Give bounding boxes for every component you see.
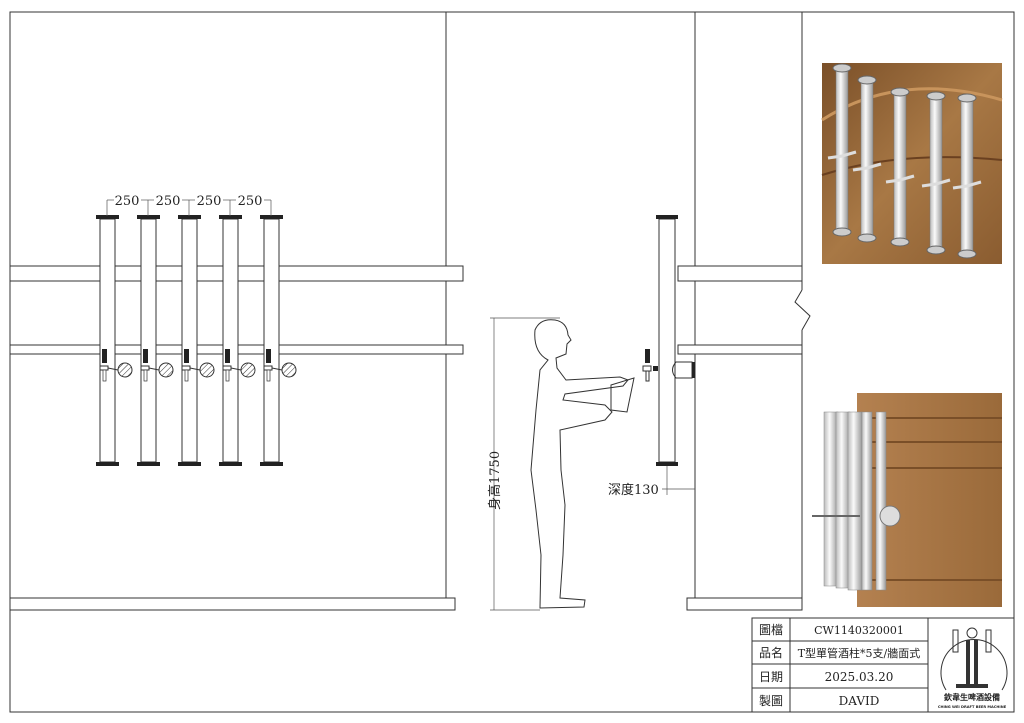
title-value-date: 2025.03.20 bbox=[825, 670, 894, 684]
side-tower bbox=[642, 215, 695, 466]
photo-tube bbox=[860, 79, 874, 239]
upper-rail-side bbox=[677, 265, 803, 282]
logo-text-en: CHING WEI DRAFT BEER MACHINE bbox=[938, 705, 1007, 709]
spacing-label-1: 250 bbox=[115, 194, 140, 209]
break-line bbox=[794, 289, 811, 331]
tap-handle bbox=[143, 349, 148, 363]
height-dimension: 身高1750 bbox=[487, 317, 560, 611]
spacing-label-2: 250 bbox=[156, 194, 181, 209]
title-label-date: 日期 bbox=[759, 670, 783, 684]
wall-lines bbox=[445, 12, 811, 610]
flow-knob bbox=[117, 362, 133, 378]
title-value-product: T型單管酒柱*5支/牆面式 bbox=[798, 646, 921, 660]
photo-tube bbox=[960, 97, 974, 255]
tower-column-3 bbox=[178, 215, 215, 466]
spacing-label-4: 250 bbox=[238, 194, 263, 209]
tower-column-1 bbox=[96, 215, 133, 466]
tower-column-5 bbox=[260, 215, 297, 466]
depth-dimension: 深度130 bbox=[608, 466, 695, 498]
flow-knob bbox=[240, 362, 256, 378]
tap-handle bbox=[225, 349, 230, 363]
flow-knob bbox=[199, 362, 215, 378]
photo-tube bbox=[835, 67, 849, 233]
floor-slab-side bbox=[686, 597, 803, 611]
flow-knob bbox=[281, 362, 297, 378]
lower-rail-side bbox=[677, 344, 803, 355]
height-label: 身高1750 bbox=[487, 451, 503, 510]
photo-tube bbox=[893, 91, 907, 243]
drawing-border bbox=[9, 11, 1015, 713]
spacing-dimension: 250 250 250 250 bbox=[106, 194, 272, 216]
title-block: 圖檔 CW1140320001 品名 T型單管酒柱*5支/牆面式 日期 2025… bbox=[751, 617, 1015, 713]
product-photo-top bbox=[821, 63, 1003, 264]
tower-column-4 bbox=[219, 215, 256, 466]
tower-columns bbox=[96, 215, 297, 466]
tap-handle bbox=[102, 349, 107, 363]
tower-column-2 bbox=[137, 215, 174, 466]
floor-slab-front bbox=[9, 597, 456, 611]
human-figure bbox=[530, 319, 629, 609]
title-value-file: CW1140320001 bbox=[814, 624, 904, 637]
tap-handle bbox=[266, 349, 271, 363]
logo-text-cn: 欽韋生啤酒設備 bbox=[944, 692, 1000, 702]
title-label-drawer: 製圖 bbox=[759, 694, 783, 708]
title-label-product: 品名 bbox=[759, 645, 783, 660]
tap-handle bbox=[184, 349, 189, 363]
company-logo: 欽韋生啤酒設備 CHING WEI DRAFT BEER MACHINE bbox=[938, 627, 1008, 709]
flow-knob bbox=[158, 362, 174, 378]
title-label-file: 圖檔 bbox=[759, 623, 783, 637]
depth-label: 深度130 bbox=[608, 482, 659, 498]
photo-tube bbox=[929, 95, 943, 251]
title-value-drawer: DAVID bbox=[839, 694, 880, 708]
glass bbox=[610, 377, 635, 413]
product-photo-side bbox=[812, 393, 1002, 607]
spacing-label-3: 250 bbox=[197, 194, 222, 209]
